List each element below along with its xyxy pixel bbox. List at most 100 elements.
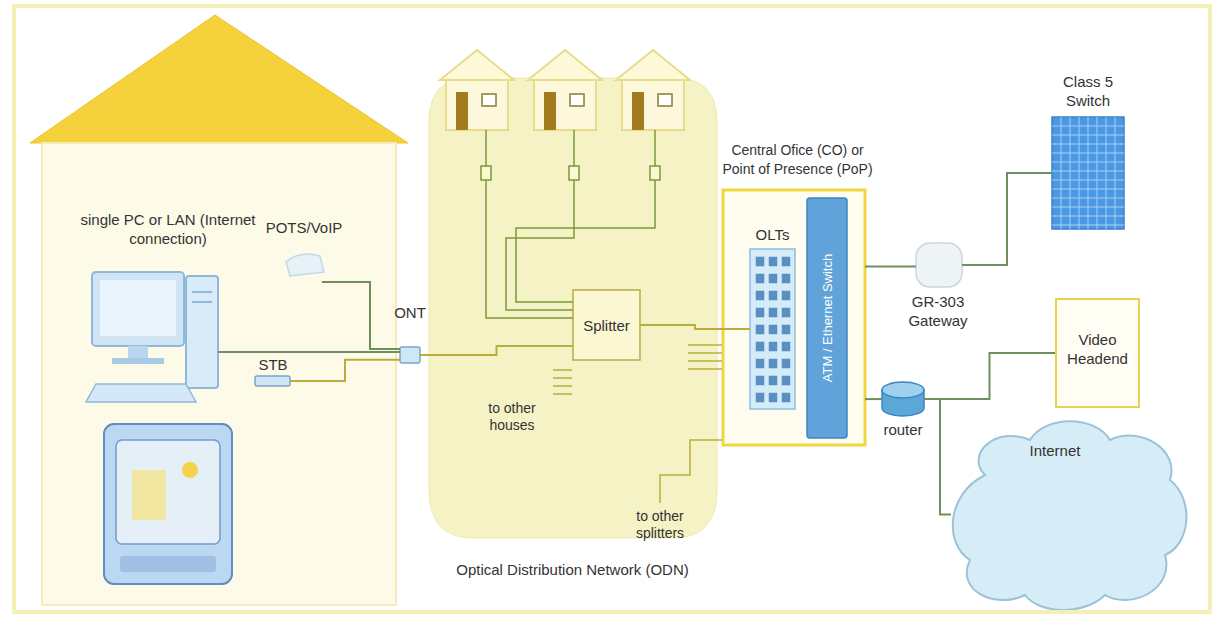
- node-label: POTS/VoIP: [266, 219, 343, 236]
- small-houses-part: [456, 92, 468, 130]
- olt-rack-shape-part: [782, 342, 790, 351]
- olt-rack-shape-part: [782, 393, 790, 402]
- text-holder: Class 5 Switch: [1048, 72, 1128, 110]
- class5-switch-shape-part: [1052, 153, 1124, 154]
- small-houses-part: [650, 166, 660, 180]
- olt-rack-shape-part: [782, 291, 790, 300]
- olt-rack-shape-part: [769, 359, 777, 368]
- central-office: Central Ofice (CO) or Point of Presence …: [715, 140, 880, 450]
- class5-switch-shape-part: [1079, 117, 1080, 229]
- node-label: ONT: [394, 304, 426, 321]
- olt-rack-shape-part: [782, 359, 790, 368]
- class5-switch-shape-part: [1052, 180, 1124, 181]
- stub-fibers-part: [553, 369, 572, 371]
- drop-fibers-part: [516, 180, 655, 302]
- video-headend-shape-part: [1056, 299, 1139, 407]
- class5-switch-shape-part: [1052, 135, 1124, 136]
- small-houses-part: [544, 92, 556, 130]
- class5-switch-shape-part: [1052, 225, 1124, 226]
- olt-rack-shape-part: [756, 393, 764, 402]
- olt-rack-shape-part: [756, 342, 764, 351]
- stub-fibers-part: [688, 360, 722, 362]
- text-holder: ATM / Ethernet Switch: [817, 203, 837, 433]
- stb-box-shape-part: [255, 376, 290, 386]
- text-holder: Video Headend: [1061, 330, 1134, 368]
- drop-fibers-part: [486, 180, 573, 318]
- central-office-shape-part: [723, 190, 865, 445]
- olt-rack-shape-part: [769, 291, 777, 300]
- olt-rack-shape-part: [756, 274, 764, 283]
- class5-switch-shape-part: [1052, 117, 1124, 229]
- fiber-connector: [865, 398, 882, 400]
- tv-icon-part: [182, 462, 198, 478]
- central-office-shape: [715, 140, 880, 450]
- small-houses-part: [482, 94, 496, 106]
- odn-region-shape-part: [429, 78, 717, 538]
- router-icon-shape-part: [882, 382, 924, 398]
- house-shape-part: [42, 143, 396, 605]
- text-holder: Central Ofice (CO) or Point of Presence …: [715, 140, 880, 178]
- olt-rack-shape-part: [769, 274, 777, 283]
- small-houses: [440, 50, 690, 180]
- stub-fibers: [553, 345, 722, 503]
- text-holder: POTS/VoIP: [256, 218, 352, 237]
- class5-switch-shape-part: [1052, 189, 1124, 190]
- text-holder: ONT: [388, 303, 432, 322]
- small-houses-part: [528, 50, 602, 180]
- text-holder: to other houses: [472, 400, 552, 434]
- stub-fibers-part: [553, 377, 572, 379]
- node-label: Video Headend: [1067, 331, 1128, 367]
- node-label: GR-303 Gateway: [908, 293, 967, 329]
- class5-switch-shape-part: [1052, 207, 1124, 208]
- small-houses-part: [622, 80, 684, 130]
- class5-switch-shape-part: [1052, 216, 1124, 217]
- class5-switch-shape-part: [1052, 126, 1124, 127]
- class5-switch-shape-part: [1052, 144, 1124, 145]
- small-houses-part: [481, 166, 491, 180]
- node-label: Internet: [1030, 442, 1081, 459]
- olt-rack-shape-part: [782, 274, 790, 283]
- tv-icon-part: [132, 470, 166, 520]
- node-label: router: [883, 421, 922, 438]
- ont-box-shape-part: [400, 347, 420, 363]
- class5-switch-shape-part: [1052, 171, 1124, 172]
- pc-icon: [86, 272, 218, 402]
- small-houses-part: [632, 92, 644, 130]
- small-houses-part: [573, 130, 575, 166]
- olt-rack-shape-part: [782, 308, 790, 317]
- house-shape-part: [30, 15, 408, 143]
- olt-rack-shape-part: [756, 257, 764, 266]
- olt-rack-shape-part: [756, 325, 764, 334]
- small-houses-part: [616, 50, 690, 180]
- pc-wire: [218, 351, 400, 353]
- splitter-box-shape-part: [573, 290, 640, 360]
- node-label: ATM / Ethernet Switch: [820, 254, 835, 382]
- stub-fibers-part: [688, 352, 722, 354]
- class5-switch-shape-part: [1097, 117, 1098, 229]
- text-holder: single PC or LAN (Internet connection): [68, 210, 268, 248]
- phone-wire: [322, 282, 400, 349]
- olt-rack-shape-part: [769, 376, 777, 385]
- olt-rack-shape-part: [756, 359, 764, 368]
- stub-fibers-part: [660, 440, 722, 503]
- fiber-connector: [865, 266, 916, 268]
- small-houses-part: [658, 94, 672, 106]
- node-label: OLTs: [756, 226, 790, 243]
- fiber-connector: [640, 325, 750, 329]
- text-holder: Optical Distribution Network (ODN): [425, 560, 720, 579]
- pc-icon-part: [112, 358, 164, 364]
- olt-rack-shape-part: [756, 308, 764, 317]
- stub-fibers-part: [688, 368, 722, 370]
- text-holder: Internet: [1005, 441, 1105, 460]
- small-houses-part: [570, 94, 584, 106]
- pc-icon-part: [192, 301, 212, 303]
- olt-rack-shape-part: [769, 342, 777, 351]
- olt-rack-shape-part: [782, 376, 790, 385]
- fiber-connector: [420, 346, 573, 355]
- pc-icon-part: [186, 276, 218, 388]
- olt-rack-shape-part: [782, 257, 790, 266]
- pc-icon-part: [128, 346, 148, 360]
- small-houses-part: [654, 130, 656, 166]
- pc-icon-part: [92, 272, 184, 346]
